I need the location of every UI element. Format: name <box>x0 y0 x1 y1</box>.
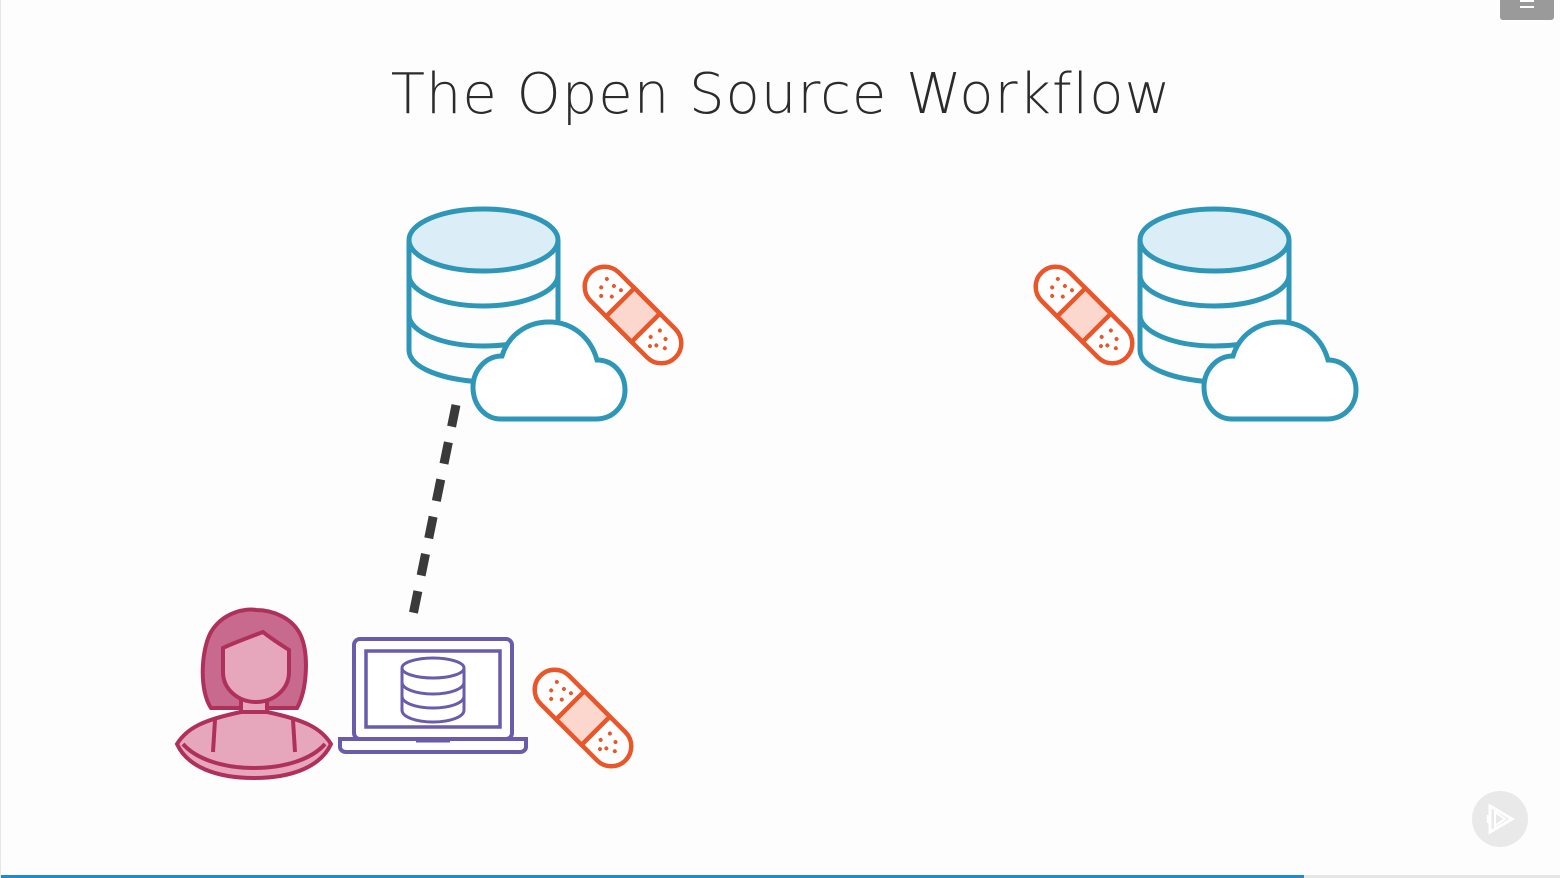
fork-repo-icon <box>1137 206 1359 422</box>
video-progress-fill <box>1 875 1304 878</box>
connection-line <box>408 404 461 616</box>
slide-title: The Open Source Workflow <box>390 62 1172 127</box>
hamburger-menu-icon-bar <box>1520 6 1534 8</box>
menu-button[interactable] <box>1500 0 1554 20</box>
upstream-repo-icon <box>406 206 628 422</box>
hamburger-menu-icon <box>1520 0 1534 2</box>
player-play-button[interactable] <box>1472 791 1528 847</box>
patch-bandage-icon <box>532 667 634 769</box>
laptop-database-icon <box>338 637 528 754</box>
patch-bandage-icon <box>582 264 684 366</box>
pluralsight-play-icon <box>1486 803 1515 835</box>
contributor-person-icon <box>174 607 334 781</box>
patch-bandage-icon <box>1033 264 1135 366</box>
video-progress-bar[interactable] <box>1 875 1560 878</box>
